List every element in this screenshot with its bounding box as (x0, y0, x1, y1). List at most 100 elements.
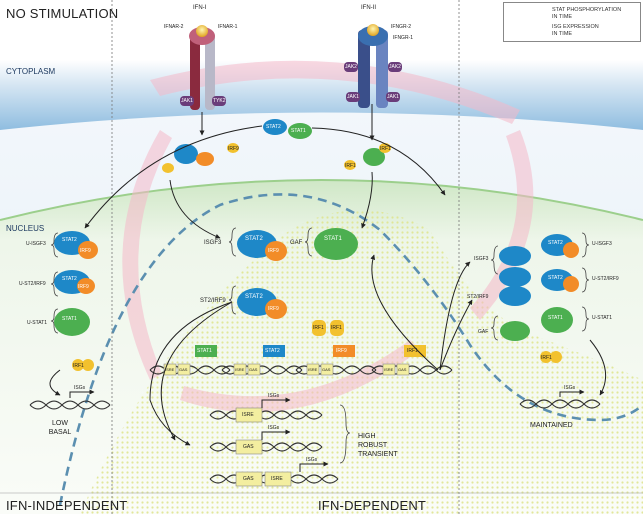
cyto-stat1 (288, 123, 312, 139)
legend-box: STAT PHOSPHORYLATION IN TIME ISG EXPRESS… (503, 2, 641, 42)
promoter-boxes (163, 363, 410, 487)
pink-cycle-arrow-left (122, 130, 172, 380)
gene-stat1-box (195, 345, 217, 357)
mid-phos-complexes (237, 228, 358, 336)
label-tyk2: TYK2 (213, 98, 226, 104)
label-maintained: MAINTAINED (530, 422, 573, 429)
brackets (50, 227, 590, 464)
label-u-isgf3-right: U-ISGF3 (592, 241, 612, 247)
label-no-stimulation: NO STIMULATION (6, 6, 119, 21)
legend-isg-line1: ISG EXPRESSION (552, 24, 599, 30)
label-isgs-mid-1: ISGs (268, 393, 280, 399)
label-jak2-right: JAK2 (389, 64, 401, 70)
label-irf9-mid-a: IRF9 (268, 248, 279, 254)
label-isgs-right: ISGs (564, 385, 576, 391)
label-stat2-left-b: STAT2 (62, 276, 77, 282)
cyto-irf1-b (344, 160, 356, 170)
label-nucleus: NUCLEUS (6, 224, 45, 233)
pink-cycle-arrow-right (470, 130, 534, 320)
label-stat2-mid-a: STAT2 (245, 236, 263, 242)
label-gene-irf9: IRF9 (336, 348, 347, 354)
label-isgf3: ISGF3 (204, 240, 222, 246)
label-isre-1: ISRE (165, 367, 175, 372)
label-gaf: GAF (290, 240, 303, 246)
signaling-arrows (49, 104, 607, 446)
label-basal: BASAL (48, 429, 72, 436)
transcription-arrows (69, 389, 585, 472)
label-irf1-mid-a: IRF1 (313, 325, 324, 331)
nuclear-envelope (0, 179, 643, 221)
jak1-kinase-left (180, 96, 194, 106)
label-gas-6: GAS (243, 476, 254, 482)
label-irf9-left-a: IRF9 (80, 248, 91, 254)
label-ifnar1: IFNAR-1 (218, 24, 238, 30)
label-robust: ROBUST (358, 442, 388, 449)
label-st2-irf9-right: ST2/IRF9 (467, 294, 489, 300)
label-gas-3: GAS (322, 367, 331, 372)
gene-irf9-box (333, 345, 355, 357)
jak1-kinase-right (386, 92, 400, 102)
label-transient: TRANSIENT (358, 451, 398, 458)
label-u-st2-irf9-right: U-ST2/IRF9 (592, 276, 619, 282)
label-gaf-right: GAF (478, 329, 489, 335)
label-gene-stat2: STAT2 (265, 348, 280, 354)
label-irf1-mid-b: IRF1 (331, 325, 342, 331)
label-cyto-stat1: STAT1 (291, 128, 306, 134)
label-isgs-mid-2: ISGs (268, 425, 280, 431)
label-isgf3-right: ISGF3 (474, 256, 489, 262)
cyto-gaf (363, 148, 385, 166)
label-gas-4: GAS (398, 367, 407, 372)
label-gas-5: GAS (243, 444, 254, 450)
ifnar-receptor (180, 25, 226, 110)
label-u-stat1-right: U-STAT1 (592, 315, 613, 321)
label-stat2-right-b: STAT2 (548, 275, 563, 281)
label-ifngr1: IFNGR-1 (393, 35, 413, 41)
label-jak1-left: JAK1 (181, 98, 193, 104)
label-stat2-left-a: STAT2 (62, 237, 77, 243)
label-cyto-irf9: IRF9 (228, 146, 239, 152)
isg-expression-area (80, 210, 643, 514)
label-ifnar2: IFNAR-2 (164, 24, 184, 30)
label-irf9-mid-b: IRF9 (268, 306, 279, 312)
label-gene-irf1: IRF1 (407, 348, 418, 354)
label-gas-1: GAS (179, 367, 188, 372)
cyto-irf9-b (227, 143, 239, 153)
label-cyto-irf1-b: IRF1 (345, 163, 356, 169)
label-u-isgf3-left: U-ISGF3 (26, 241, 46, 247)
label-jak2-left: JAK2 (345, 64, 357, 70)
label-high: HIGH (358, 433, 376, 440)
label-isre-6: ISRE (271, 476, 283, 482)
label-cyto-irf1-a: IRF1 (380, 146, 391, 152)
jak1-kinase-mid (346, 92, 360, 102)
label-stat1-left: STAT1 (62, 316, 77, 322)
label-isre-5: ISRE (242, 412, 254, 418)
label-stat2-mid-b: STAT2 (245, 294, 263, 300)
legend-phospho-line2: IN TIME (552, 14, 573, 20)
label-irf1-left: IRF1 (73, 363, 84, 369)
label-jak1-right: JAK1 (387, 94, 399, 100)
label-ifngr2: IFNGR-2 (391, 24, 411, 30)
tyk2-kinase (212, 96, 226, 106)
right-complexes (499, 234, 579, 363)
label-ifn-independent: IFN-INDEPENDENT (6, 498, 128, 513)
label-irf1-right: IRF1 (541, 355, 552, 361)
pink-cycle-arrow-top (150, 60, 520, 124)
cyto-stat2 (263, 119, 287, 135)
label-cytoplasm: CYTOPLASM (6, 67, 56, 76)
legend-isg-line2: IN TIME (552, 31, 573, 37)
ifn1-ligand (196, 25, 208, 37)
label-isre-3: ISRE (308, 367, 318, 372)
label-isre-4: ISRE (384, 367, 394, 372)
label-jak1-mid: JAK1 (347, 94, 359, 100)
cyto-irf9-c (162, 163, 174, 173)
ifn2-ligand (367, 24, 379, 36)
label-gas-2: GAS (249, 367, 258, 372)
ifngr-receptor (344, 24, 402, 108)
label-u-st2-irf9-left: U-ST2/IRF9 (19, 281, 46, 287)
label-st2-irf9: ST2/IRF9 (200, 298, 226, 304)
label-ifn-dependent: IFN-DEPENDENT (318, 498, 427, 513)
gene-stat2-box (263, 345, 285, 357)
label-gene-stat1: STAT1 (197, 348, 212, 354)
